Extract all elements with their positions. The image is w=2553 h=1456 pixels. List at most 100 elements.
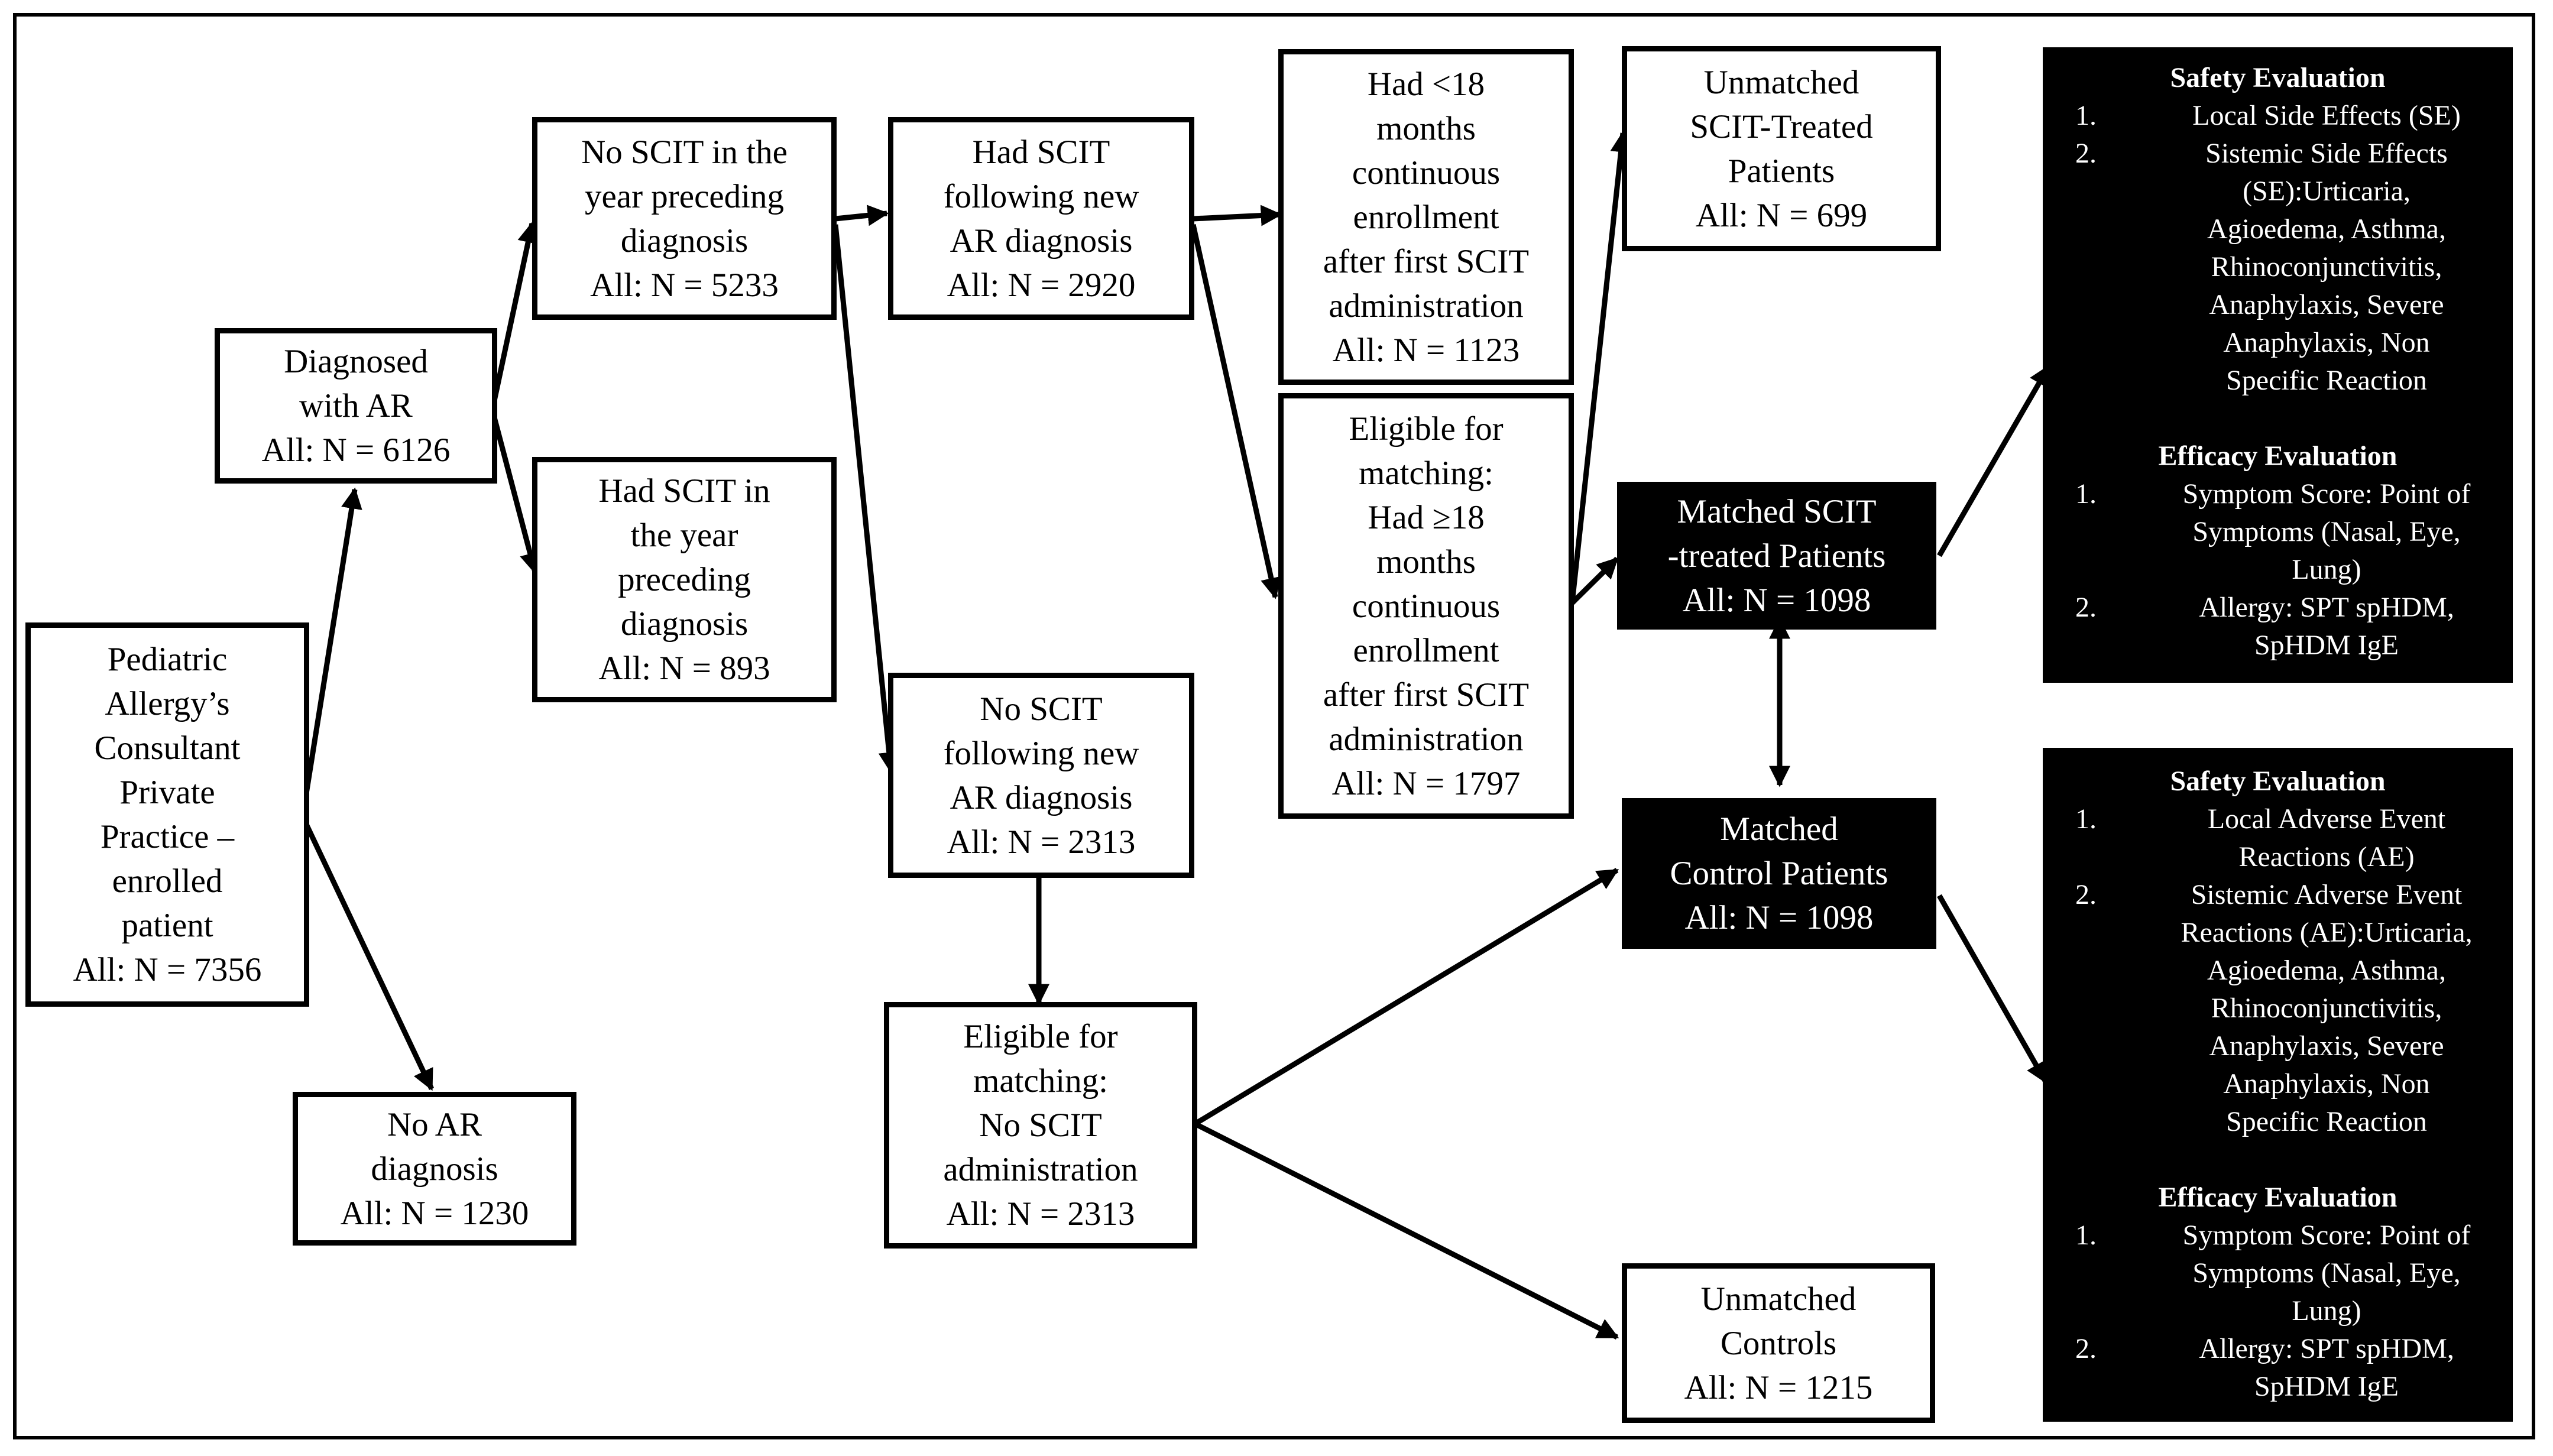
item-number: 1. (2075, 803, 2097, 835)
box-text-line: All: N = 2313 (946, 1195, 1135, 1233)
box-text-line: with AR (299, 387, 413, 424)
arrow-had-scit-following-to-eligible18 (1190, 224, 1282, 599)
section-gap (2043, 400, 2513, 437)
box-text-line: All: N = 7356 (73, 951, 262, 988)
item-text-line: Reactions (AE) (2238, 841, 2415, 873)
efficacy-item: 2.Allergy: SPT spHDM,SpHDM IgE (2043, 1330, 2513, 1406)
item-text-line: Lung) (2292, 554, 2361, 585)
box-text-line: All: N = 1098 (1682, 581, 1871, 619)
box-less-than-18-months: Had <18 months continuous enrollment after f… (1278, 49, 1574, 385)
box-text-line: All: N = 6126 (261, 432, 451, 469)
box-text-line: matching: (1359, 454, 1493, 492)
arrow-pediatric-to-diagnosed (302, 487, 362, 802)
item-text-line: Sistemic Adverse Event (2191, 879, 2463, 910)
box-text-line: Had <18 (1367, 65, 1485, 103)
box-text-line: preceding (618, 561, 751, 598)
box-text-line: All: N = 1123 (1332, 331, 1520, 369)
box-text-line: -treated Patients (1667, 537, 1886, 575)
box-text-line: months (1376, 109, 1476, 147)
box-text-line: year preceding (584, 177, 785, 215)
box-text-line: All: N = 5233 (590, 266, 779, 304)
box-text-line: Had SCIT (972, 133, 1110, 171)
item-text-line: Anaphylaxis, Non (2223, 327, 2430, 358)
box-text-line: patient (121, 907, 213, 944)
box-text-line: enrollment (1353, 198, 1499, 236)
box-text-line: All: N = 2920 (947, 266, 1136, 304)
box-text-line: enrollment (1353, 631, 1499, 669)
box-text-line: Controls (1720, 1324, 1837, 1362)
box-text-line: continuous (1352, 587, 1501, 625)
arrow-eligible18-to-unmatched-scit (1569, 131, 1632, 604)
box-text-line: Had ≥18 (1368, 498, 1485, 536)
arrow-had-scit-following-to-less18 (1193, 205, 1282, 226)
item-text-line: (SE):Urticaria, (2243, 176, 2411, 207)
box-text-line: All: N = 1215 (1684, 1369, 1873, 1406)
item-text-line: Anaphylaxis, Severe (2209, 1030, 2444, 1062)
box-text-line: Had SCIT in (598, 472, 770, 510)
box-text-line: All: N = 1098 (1684, 899, 1874, 936)
efficacy-item: 2.Allergy: SPT spHDM,SpHDM IgE (2043, 589, 2513, 664)
box-text-line: All: N = 699 (1695, 196, 1868, 234)
item-text-line: Symptom Score: Point of (2182, 478, 2471, 510)
box-text-line: Consultant (94, 729, 241, 767)
arrow-diagnosed-to-no-scit-year (491, 221, 539, 401)
item-text-line: Allergy: SPT spHDM, (2199, 592, 2454, 623)
item-number: 1. (2075, 100, 2097, 131)
arrow-diagnosed-to-had-scit-year (491, 416, 541, 575)
box-text-line: matching: (973, 1062, 1108, 1100)
arrow-no-scit-year-to-had-scit-following (835, 205, 889, 226)
box-text-line: All: N = 893 (598, 650, 770, 687)
arrow-eligible-no-scit-to-matched-control (1194, 868, 1619, 1126)
item-text-line: Agioedema, Asthma, (2207, 213, 2446, 245)
arrow-eligible18-to-matched-scit (1570, 556, 1619, 605)
box-text-line: after first SCIT (1323, 676, 1530, 714)
box-text-line: No AR (387, 1105, 482, 1143)
item-text-line: Sistemic Side Effects (2205, 138, 2448, 169)
safety-item: 2. Sistemic Side Effects (SE):Urticaria, Ag… (2043, 135, 2513, 400)
item-text-line: Local Side Effects (SE) (2192, 100, 2461, 131)
item-text-line: Symptoms (Nasal, Eye, (2192, 1257, 2461, 1289)
box-text-line: SCIT-Treated (1690, 108, 1873, 145)
efficacy-item: 1. Symptom Score: Point of Symptoms (Nasal… (2043, 475, 2513, 589)
safety-item: 1. Local Side Effects (SE) (2043, 97, 2513, 135)
box-text-line: Matched (1720, 810, 1838, 848)
box-text-line: after first SCIT (1323, 242, 1530, 280)
box-text-line: following new (943, 177, 1139, 215)
box-text-line: Eligible for (963, 1018, 1118, 1055)
box-text-line: diagnosis (620, 605, 749, 643)
box-text-line: Allergy’s (105, 685, 230, 722)
item-number: 2. (2075, 1333, 2097, 1364)
box-text-line: No SCIT (979, 1107, 1102, 1144)
item-text-line: Symptoms (Nasal, Eye, (2192, 516, 2461, 547)
item-number: 2. (2075, 138, 2097, 169)
item-text-line: Rhinoconjunctivitis, (2211, 993, 2442, 1024)
box-text-line: continuous (1352, 154, 1501, 192)
box-text-line: administration (1329, 720, 1524, 758)
item-text-line: Local Adverse Event (2207, 803, 2446, 835)
item-text-line: Anaphylaxis, Severe (2209, 289, 2444, 320)
box-text-line: Patients (1728, 152, 1835, 190)
item-text-line: Reactions (AE):Urticaria, (2181, 917, 2473, 948)
box-text-line: Control Patients (1670, 855, 1888, 892)
outer-frame (13, 13, 2535, 1439)
item-number: 1. (2075, 478, 2097, 510)
box-text-line: enrolled (112, 862, 223, 900)
item-text-line: Specific Reaction (2226, 365, 2427, 396)
box-text-line: following new (943, 734, 1139, 772)
box-text-line: diagnosis (371, 1150, 498, 1188)
box-text-line: Practice – (100, 818, 235, 855)
